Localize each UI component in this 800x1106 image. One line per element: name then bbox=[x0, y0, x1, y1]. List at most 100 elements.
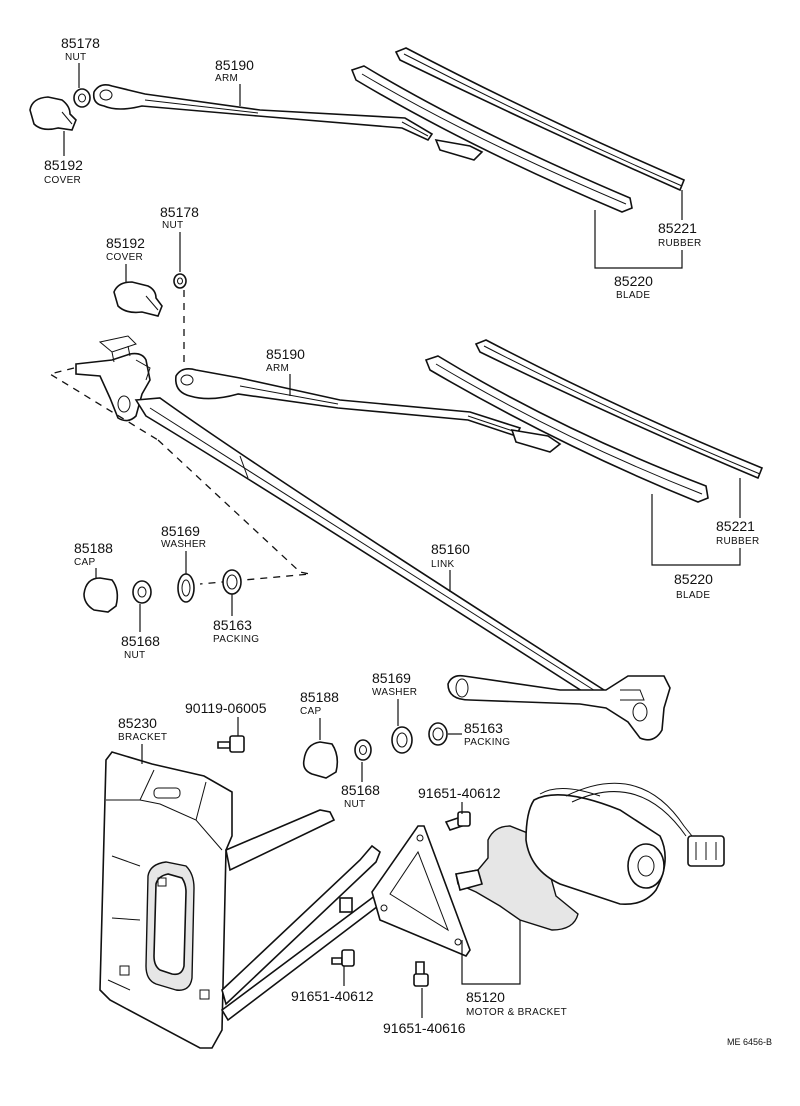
callout-mid-blade: 85220 BLADE bbox=[651, 494, 741, 601]
svg-text:85163: 85163 bbox=[213, 617, 252, 633]
mid-nut-part bbox=[173, 273, 187, 289]
motor-gasket-part bbox=[371, 825, 471, 957]
callout-bracket: 85230 BRACKET bbox=[118, 715, 167, 764]
bolt-motor-bottom-part bbox=[331, 949, 355, 967]
svg-text:85230: 85230 bbox=[118, 715, 157, 731]
callout-mid-rubber: 85221 RUBBER bbox=[716, 478, 759, 547]
svg-text:91651-40612: 91651-40612 bbox=[418, 785, 501, 801]
svg-text:CAP: CAP bbox=[300, 706, 321, 717]
svg-text:PACKING: PACKING bbox=[213, 634, 259, 645]
callout-bolt-motor-screw: 91651-40616 bbox=[383, 988, 466, 1036]
left-pivot-assembly bbox=[75, 335, 151, 422]
callout-right-cap: 85188 CAP bbox=[300, 689, 339, 740]
callout-bolt-top: 90119-06005 bbox=[185, 700, 267, 736]
svg-text:91651-40612: 91651-40612 bbox=[291, 988, 374, 1004]
svg-text:85178: 85178 bbox=[160, 204, 199, 220]
svg-text:85169: 85169 bbox=[372, 670, 411, 686]
left-hardware bbox=[83, 569, 242, 613]
bolt-top-part bbox=[217, 735, 245, 753]
top-cover-part bbox=[29, 96, 77, 131]
left-packing-part bbox=[222, 569, 242, 595]
svg-text:RUBBER: RUBBER bbox=[716, 536, 759, 547]
callout-bolt-motor-top: 91651-40612 bbox=[418, 785, 501, 814]
right-cap-part bbox=[302, 741, 339, 779]
callout-mid-arm: 85190 ARM bbox=[266, 346, 305, 396]
callout-mid-cover: 85192 COVER bbox=[106, 235, 145, 282]
top-blade-part bbox=[350, 65, 633, 213]
bolt-motor-top-part bbox=[444, 811, 471, 831]
svg-text:90119-06005: 90119-06005 bbox=[185, 700, 267, 716]
callout-bolt-motor-bottom: 91651-40612 bbox=[291, 966, 374, 1004]
callout-top-nut: 85178 NUT bbox=[61, 35, 100, 88]
mounting-outline bbox=[48, 367, 311, 585]
left-cap-part bbox=[83, 577, 119, 613]
svg-text:85160: 85160 bbox=[431, 541, 470, 557]
svg-text:85192: 85192 bbox=[106, 235, 145, 251]
svg-text:WASHER: WASHER bbox=[372, 687, 417, 698]
callout-right-washer: 85169 WASHER bbox=[372, 670, 417, 726]
svg-text:85188: 85188 bbox=[74, 540, 113, 556]
svg-text:85163: 85163 bbox=[464, 720, 503, 736]
motor-part bbox=[455, 782, 725, 931]
left-washer-part bbox=[177, 573, 195, 603]
svg-text:85169: 85169 bbox=[161, 523, 200, 539]
svg-text:85168: 85168 bbox=[121, 633, 160, 649]
figure-code: ME 6456-B bbox=[727, 1037, 772, 1047]
svg-text:CAP: CAP bbox=[74, 557, 95, 568]
callout-top-rubber: 85221 RUBBER bbox=[658, 190, 701, 249]
callout-left-nut: 85168 NUT bbox=[121, 604, 160, 661]
right-pivot-assembly bbox=[447, 674, 671, 741]
bracket-part bbox=[99, 751, 388, 1049]
svg-text:MOTOR & BRACKET: MOTOR & BRACKET bbox=[466, 1007, 567, 1018]
svg-text:ARM: ARM bbox=[215, 73, 238, 84]
callout-left-washer: 85169 WASHER bbox=[161, 523, 206, 574]
mid-blade-part bbox=[424, 355, 709, 503]
callout-motor: 85120 MOTOR & BRACKET bbox=[461, 920, 567, 1018]
svg-text:85190: 85190 bbox=[215, 57, 254, 73]
svg-text:85221: 85221 bbox=[716, 518, 755, 534]
callout-left-cap: 85188 CAP bbox=[74, 540, 113, 578]
top-nut-part bbox=[73, 88, 91, 108]
svg-text:85188: 85188 bbox=[300, 689, 339, 705]
svg-text:85221: 85221 bbox=[658, 220, 697, 236]
svg-text:NUT: NUT bbox=[65, 52, 86, 63]
callout-right-nut: 85168 NUT bbox=[341, 762, 380, 810]
svg-text:BRACKET: BRACKET bbox=[118, 732, 167, 743]
svg-text:85168: 85168 bbox=[341, 782, 380, 798]
right-hardware bbox=[302, 722, 448, 779]
mid-rubber-part bbox=[474, 339, 764, 480]
callout-mid-nut: 85178 NUT bbox=[160, 204, 199, 272]
svg-text:RUBBER: RUBBER bbox=[658, 238, 701, 249]
middle-wiper-assembly bbox=[113, 273, 764, 503]
callout-right-packing: 85163 PACKING bbox=[448, 720, 510, 748]
svg-text:85178: 85178 bbox=[61, 35, 100, 51]
right-nut-part bbox=[354, 739, 372, 761]
bolt-motor-screw-part bbox=[413, 961, 429, 987]
callout-link: 85160 LINK bbox=[431, 541, 470, 592]
callout-top-arm: 85190 ARM bbox=[215, 57, 254, 106]
svg-text:85190: 85190 bbox=[266, 346, 305, 362]
right-packing-part bbox=[428, 722, 448, 746]
svg-text:COVER: COVER bbox=[106, 252, 143, 263]
svg-text:NUT: NUT bbox=[162, 220, 183, 231]
svg-text:85220: 85220 bbox=[674, 571, 713, 587]
svg-text:WASHER: WASHER bbox=[161, 539, 206, 550]
top-arm-part bbox=[92, 84, 434, 142]
svg-text:NUT: NUT bbox=[124, 650, 145, 661]
svg-text:COVER: COVER bbox=[44, 175, 81, 186]
callout-top-cover: 85192 COVER bbox=[44, 131, 83, 186]
svg-text:PACKING: PACKING bbox=[464, 737, 510, 748]
svg-text:LINK: LINK bbox=[431, 559, 454, 570]
mid-cover-part bbox=[113, 281, 163, 317]
svg-text:85192: 85192 bbox=[44, 157, 83, 173]
svg-text:85120: 85120 bbox=[466, 989, 505, 1005]
svg-text:BLADE: BLADE bbox=[676, 590, 710, 601]
callout-top-blade: 85220 BLADE bbox=[594, 210, 683, 301]
right-washer-part bbox=[391, 726, 413, 754]
svg-text:85220: 85220 bbox=[614, 273, 653, 289]
callout-left-packing: 85163 PACKING bbox=[213, 594, 259, 645]
top-wiper-assembly bbox=[29, 47, 686, 213]
svg-text:ARM: ARM bbox=[266, 363, 289, 374]
svg-text:BLADE: BLADE bbox=[616, 290, 650, 301]
